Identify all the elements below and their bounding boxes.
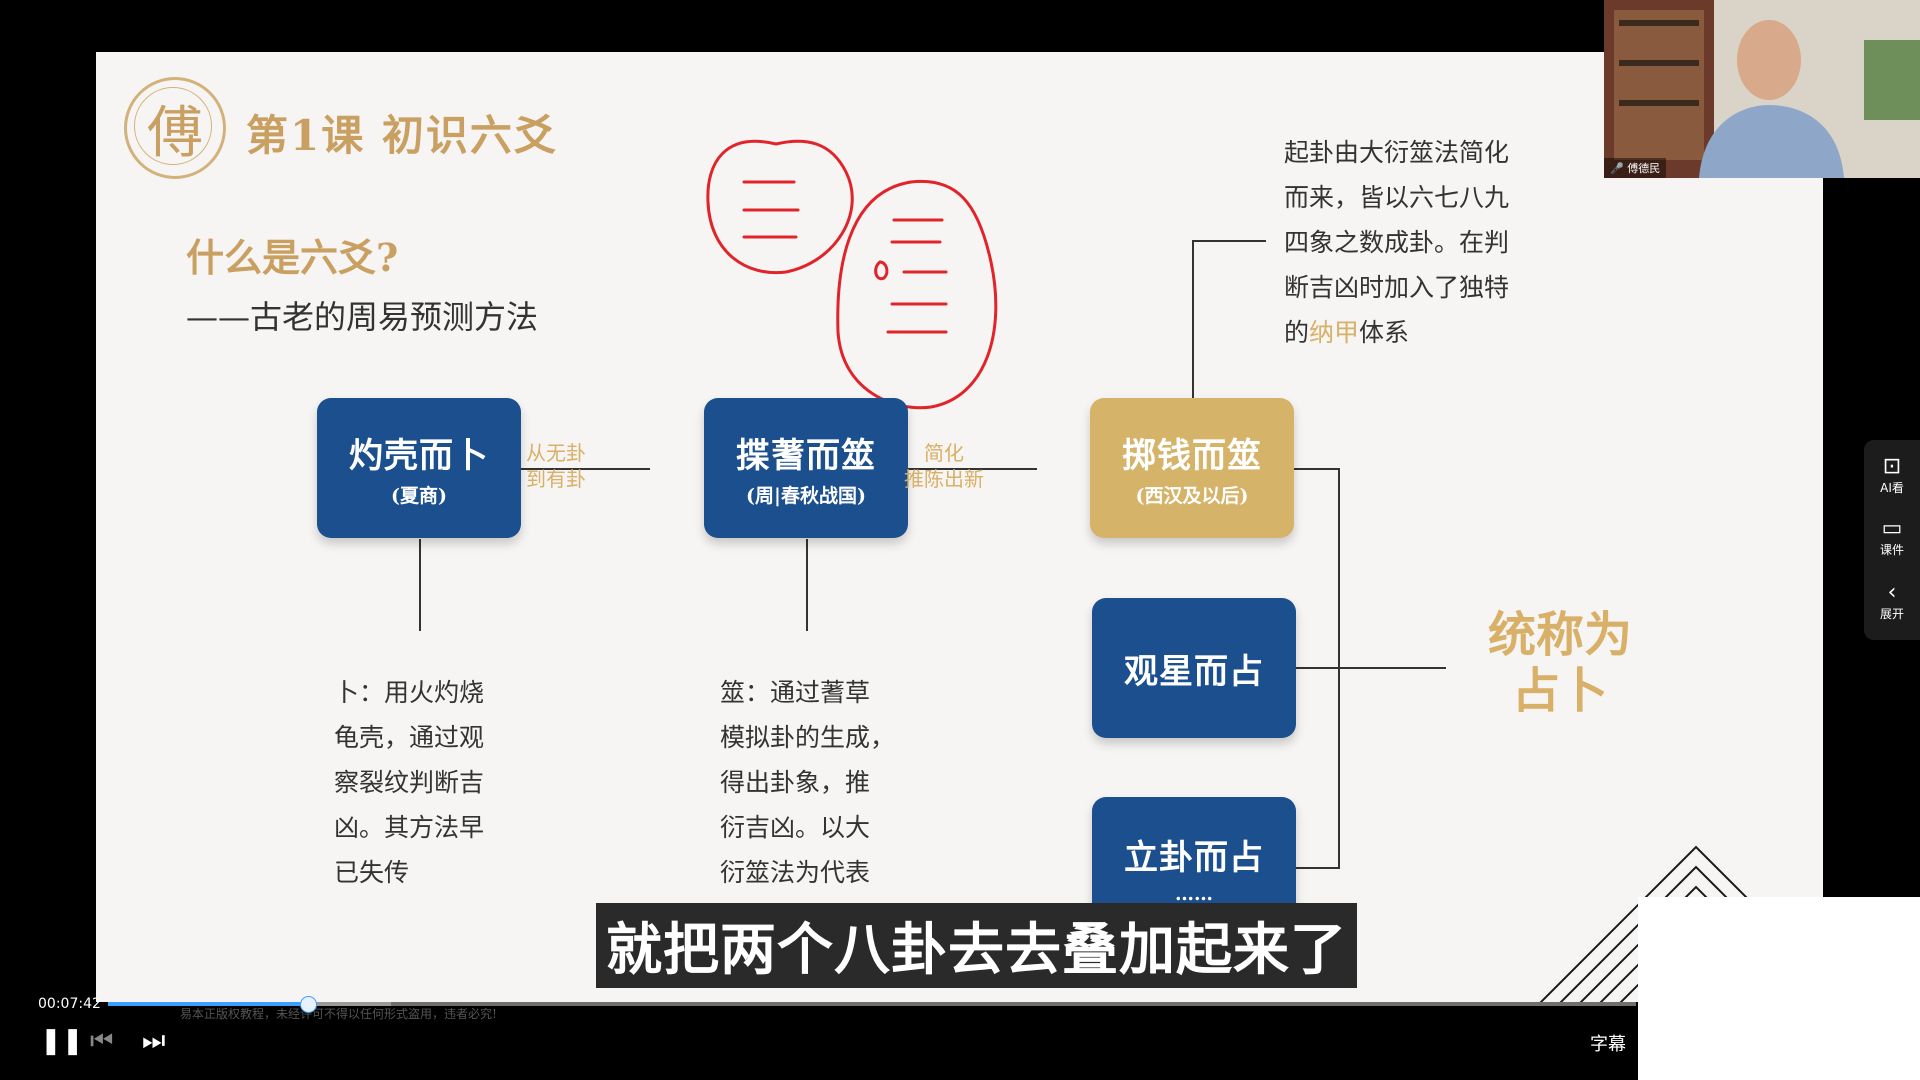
edge-label-line: 到有卦 <box>496 466 616 492</box>
time-display: 00:07:42 <box>38 996 101 1012</box>
box-sub: (周|春秋战国) <box>746 481 866 508</box>
desc-line: 的纳甲体系 <box>1284 310 1514 355</box>
desc-line: 凶。其方法早 <box>334 805 504 850</box>
box-sub: (夏商) <box>391 481 447 508</box>
desc-line: 得出卦象，推 <box>720 760 900 805</box>
box-main: 掷钱而筮 <box>1122 428 1262 477</box>
connector-summary <box>1296 667 1446 669</box>
box-sub: (西汉及以后) <box>1136 481 1249 508</box>
red-annotation-trigrams <box>666 82 1066 422</box>
side-item-label: 课件 <box>1880 543 1904 557</box>
courseware-icon: ▭ <box>1864 516 1920 541</box>
box-main: 灼壳而卜 <box>349 428 489 477</box>
skip-previous-icon: ⏮ <box>90 1026 113 1056</box>
chevron-left-icon: ‹ <box>1864 580 1920 605</box>
side-item-expand[interactable]: ‹ 展开 <box>1864 580 1920 622</box>
question-title: 什么是六爻? <box>186 227 398 282</box>
box-sheshi: 揲蓍而筮 (周|春秋战国) <box>704 398 908 538</box>
summary-line: 占卜 <box>1488 663 1632 719</box>
desc-line: 模拟卦的生成， <box>720 715 900 760</box>
box-zhuoke: 灼壳而卜 (夏商) <box>317 398 521 538</box>
previous-button[interactable]: ⏮ <box>90 1026 113 1057</box>
side-panel: ⊡ AI看 ▭ 课件 ‹ 展开 <box>1864 440 1920 640</box>
desc-line: 起卦由大衍筮法简化 <box>1284 130 1514 175</box>
box-main: 立卦而占 <box>1124 830 1264 879</box>
desc-line: 断吉凶时加入了独特 <box>1284 265 1514 310</box>
box-main: 揲蓍而筮 <box>736 428 876 477</box>
question-subtitle: ——古老的周易预测方法 <box>186 292 538 338</box>
edge-label-1: 从无卦 到有卦 <box>496 440 616 492</box>
connector-right-bottom <box>1296 867 1340 869</box>
side-item-ai-watch[interactable]: ⊡ AI看 <box>1864 454 1920 496</box>
desc-sheshi: 筮：通过蓍草 模拟卦的生成， 得出卦象，推 衍吉凶。以大 衍筮法为代表 <box>720 670 900 895</box>
video-subtitle: 就把两个八卦去去叠加起来了 <box>596 903 1357 988</box>
progress-fill <box>108 1002 308 1006</box>
summary-label: 统称为 占卜 <box>1488 607 1632 719</box>
desc-line: 已失传 <box>334 850 504 895</box>
presenter-name: 傅德民 <box>1627 162 1660 175</box>
webcam-name-tag: 🎤 傅德民 <box>1604 158 1666 178</box>
webcam-feed <box>1604 0 1920 178</box>
next-button[interactable]: ⏭ <box>142 1026 165 1057</box>
presenter-video <box>1604 0 1920 178</box>
side-item-courseware[interactable]: ▭ 课件 <box>1864 516 1920 558</box>
progress-thumb[interactable] <box>300 996 317 1013</box>
box-zhiqian: 掷钱而筮 (西汉及以后) <box>1090 398 1294 538</box>
ai-watch-icon: ⊡ <box>1864 454 1920 479</box>
desc-line: 衍筮法为代表 <box>720 850 900 895</box>
edge-label-line: 从无卦 <box>496 440 616 466</box>
blank-overlay <box>1638 897 1920 1080</box>
edge-label-line: 简化 <box>882 440 1006 466</box>
box-guanxing: 观星而占 <box>1092 598 1296 738</box>
desc-line: 四象之数成卦。在判 <box>1284 220 1514 265</box>
desc-zhuoke: 卜：用火灼烧 龟壳，通过观 察裂纹判断吉 凶。其方法早 已失传 <box>334 670 504 895</box>
desc-line: 而来，皆以六七八九 <box>1284 175 1514 220</box>
edge-label-2: 简化 推陈出新 <box>882 440 1006 492</box>
desc-line: 卜：用火灼烧 <box>334 670 504 715</box>
lesson-title: 第1课 初识六爻 <box>246 102 558 163</box>
desc-text: 体系 <box>1359 318 1409 347</box>
desc-line: 衍吉凶。以大 <box>720 805 900 850</box>
connector-box2-desc <box>806 539 808 631</box>
desc-line: 筮：通过蓍草 <box>720 670 900 715</box>
skip-next-icon: ⏭ <box>142 1026 165 1056</box>
summary-line: 统称为 <box>1488 607 1632 663</box>
desc-highlight: 纳甲 <box>1309 318 1359 347</box>
side-item-label: AI看 <box>1880 481 1904 495</box>
mic-icon: 🎤 <box>1610 162 1624 175</box>
connector-box3-desc <box>1192 240 1194 400</box>
slide: 傅 第1课 初识六爻 什么是六爻? ——古老的周易预测方法 灼壳而卜 (夏商) <box>96 52 1823 1002</box>
desc-text: 的 <box>1284 318 1309 347</box>
subtitle-toggle-button[interactable]: 字幕 <box>1590 1030 1626 1056</box>
pause-button[interactable]: ❚❚ <box>40 1026 84 1056</box>
box-sub: …… <box>1175 883 1213 905</box>
connector-right-top <box>1294 468 1339 470</box>
connector-desc-right <box>1192 240 1266 242</box>
desc-line: 察裂纹判断吉 <box>334 760 504 805</box>
copyright-note: 易本正版权教程，未经许可不得以任何形式盗用，违者必究! <box>180 1005 497 1022</box>
desc-line: 龟壳，通过观 <box>334 715 504 760</box>
box-main: 观星而占 <box>1124 644 1264 693</box>
desc-zhiqian: 起卦由大衍筮法简化 而来，皆以六七八九 四象之数成卦。在判 断吉凶时加入了独特 … <box>1284 130 1514 355</box>
side-item-label: 展开 <box>1880 607 1904 621</box>
logo: 傅 <box>124 77 226 179</box>
connector-box1-desc <box>419 539 421 631</box>
logo-ring <box>134 87 212 165</box>
pause-icon: ❚❚ <box>40 1026 84 1056</box>
edge-label-line: 推陈出新 <box>882 466 1006 492</box>
